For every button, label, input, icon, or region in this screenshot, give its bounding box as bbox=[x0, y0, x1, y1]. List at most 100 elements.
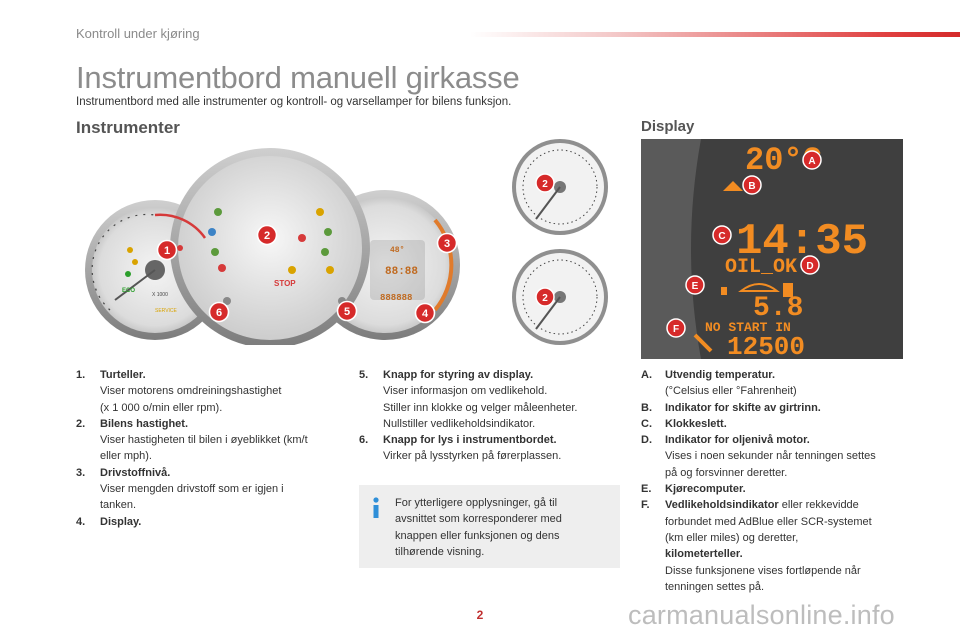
item-line: Viser mengden drivstoff som er igjen i bbox=[100, 483, 284, 496]
instrument-cluster-illustration: 48° 88:88 888888 STOP ECO X 1000 SERVICE… bbox=[85, 148, 460, 345]
cluster-display-line3: 888888 bbox=[380, 293, 412, 303]
speedometer-mph-illustration: 2 bbox=[512, 249, 608, 345]
info-line: For ytterligere opplysninger, gå til bbox=[395, 497, 558, 509]
service-label: SERVICE bbox=[155, 308, 178, 314]
list-item: 1. Turteller. Viser motorens omdreinings… bbox=[76, 367, 346, 416]
item-line: Vises i noen sekunder når tenningen sett… bbox=[665, 450, 876, 463]
item-title: Indikator for skifte av girtrinn. bbox=[665, 401, 821, 414]
display-nostart: NO START IN bbox=[705, 320, 791, 335]
display-callout-B-label: B bbox=[748, 181, 755, 192]
callout-4-label: 4 bbox=[422, 308, 429, 320]
list-item: 4. Display. bbox=[76, 514, 346, 530]
item-title: Utvendig temperatur. bbox=[665, 369, 776, 381]
display-callout-A-label: A bbox=[808, 156, 815, 167]
item-title: Knapp for styring av display. bbox=[383, 369, 534, 381]
cluster-display-line1: 48° bbox=[390, 246, 404, 255]
list-item: F. Vedlikeholdsindikator eller rekkevidd… bbox=[641, 497, 916, 595]
item-number: 4. bbox=[76, 515, 86, 528]
buttons-list: 5. Knapp for styring av display. Viser i… bbox=[359, 367, 629, 465]
item-title-secondary: kilometerteller. bbox=[665, 548, 743, 561]
info-line: tilhørende visning. bbox=[395, 545, 485, 558]
item-title: Drivstoffnivå. bbox=[100, 466, 171, 479]
item-line: (x 1 000 o/min eller rpm). bbox=[100, 401, 223, 414]
list-item: D. Indikator for oljenivå motor. Vises i… bbox=[641, 432, 916, 481]
list-item: 6. Knapp for lys i instrumentbordet. Vir… bbox=[359, 432, 629, 465]
item-line: Viser motorens omdreiningshastighet bbox=[100, 385, 282, 398]
item-number: 6. bbox=[359, 434, 369, 447]
page-title: Instrumentbord manuell girkasse bbox=[76, 60, 520, 95]
item-title: Bilens hastighet. bbox=[100, 417, 189, 430]
callout-1-label: 1 bbox=[164, 245, 170, 257]
callout-5: 5 bbox=[336, 300, 358, 322]
display-callout-D: D bbox=[800, 255, 820, 275]
item-number: 5. bbox=[359, 369, 369, 381]
stop-label: STOP bbox=[274, 279, 296, 288]
item-title: Indikator for oljenivå motor. bbox=[665, 434, 810, 447]
callout-4: 4 bbox=[414, 302, 436, 324]
cluster-display-line2: 88:88 bbox=[385, 266, 418, 278]
display-clock: 14:35 bbox=[736, 217, 868, 267]
header-bar bbox=[470, 32, 960, 37]
item-number: A. bbox=[641, 369, 652, 381]
item-line: forbundet med AdBlue eller SCR-systemet bbox=[665, 515, 872, 528]
callout-3-label: 3 bbox=[444, 238, 450, 250]
item-line: Disse funksjonene vises fortløpende når bbox=[665, 564, 861, 577]
item-title: Display. bbox=[100, 515, 142, 528]
item-line: Viser hastigheten til bilen i øyeblikket… bbox=[100, 434, 308, 447]
display-callout-C-label: C bbox=[718, 231, 725, 242]
display-callout-E-label: E bbox=[692, 281, 699, 292]
list-item: B. Indikator for skifte av girtrinn. bbox=[641, 400, 916, 416]
item-line: (km eller miles) og deretter, bbox=[665, 531, 799, 544]
item-line: Stiller inn klokke og velger måleenheter… bbox=[383, 401, 578, 414]
item-number: 2. bbox=[76, 417, 86, 430]
item-number: 3. bbox=[76, 466, 86, 479]
item-title: Kjørecomputer. bbox=[665, 483, 746, 496]
lighting-button[interactable] bbox=[223, 297, 231, 305]
info-icon bbox=[373, 497, 379, 518]
item-title: Klokkeslett. bbox=[665, 417, 727, 430]
callout-2: 2 bbox=[256, 224, 278, 246]
gauge-callout-bottom: 2 bbox=[535, 287, 555, 307]
item-title: Turteller. bbox=[100, 369, 146, 381]
item-line: eller mph). bbox=[100, 450, 152, 463]
item-line: Nullstiller vedlikeholdsindikator. bbox=[383, 417, 536, 430]
callout-1: 1 bbox=[156, 239, 178, 261]
display-callout-E: E bbox=[685, 275, 705, 295]
display-km: 12500 bbox=[727, 332, 805, 359]
display-callout-C: C bbox=[712, 225, 732, 245]
list-item: A. Utvendig temperatur. (°Celsius eller … bbox=[641, 367, 916, 400]
item-line: (°Celsius eller °Fahrenheit) bbox=[665, 385, 797, 398]
info-line: avsnittet som korresponderer med bbox=[395, 513, 562, 526]
display-range: 5.8 bbox=[753, 293, 803, 324]
page-subtitle: Instrumentbord med alle instrumenter og … bbox=[76, 96, 512, 108]
item-title-rest: eller rekkevidde bbox=[778, 499, 859, 512]
heading-display: Display bbox=[641, 118, 695, 135]
item-number: 1. bbox=[76, 369, 86, 381]
x1000-label: X 1000 bbox=[152, 292, 168, 298]
display-callout-B: B bbox=[742, 175, 762, 195]
list-item: E. Kjørecomputer. bbox=[641, 481, 916, 497]
info-line: knappen eller funksjonen og dens bbox=[395, 529, 560, 542]
speedometer-kmh-illustration: 2 bbox=[512, 139, 608, 235]
instruments-list: 1. Turteller. Viser motorens omdreinings… bbox=[76, 367, 346, 530]
list-item: C. Klokkeslett. bbox=[641, 416, 916, 432]
gauge-callout-bottom-label: 2 bbox=[542, 293, 548, 304]
item-number: F. bbox=[641, 499, 650, 512]
callout-2-label: 2 bbox=[264, 230, 270, 242]
display-callout-F: F bbox=[666, 318, 686, 338]
item-title: Vedlikeholdsindikator bbox=[665, 499, 779, 512]
watermark: carmanualsonline.info bbox=[628, 600, 895, 630]
callout-6-label: 6 bbox=[216, 307, 222, 319]
item-line: Virker på lysstyrken på førerplassen. bbox=[383, 450, 562, 463]
display-callout-A: A bbox=[802, 150, 822, 170]
page-number: 2 bbox=[476, 608, 484, 622]
callout-6: 6 bbox=[208, 301, 230, 323]
info-box: For ytterligere opplysninger, gå til avs… bbox=[359, 485, 620, 568]
list-item: 3. Drivstoffnivå. Viser mengden drivstof… bbox=[76, 465, 346, 514]
item-number: B. bbox=[641, 401, 652, 414]
item-line: på og forsvinner deretter. bbox=[665, 466, 788, 479]
item-number: D. bbox=[641, 434, 652, 447]
item-number: E. bbox=[641, 483, 652, 496]
gauge-callout-top: 2 bbox=[535, 173, 555, 193]
callout-5-label: 5 bbox=[344, 306, 350, 318]
